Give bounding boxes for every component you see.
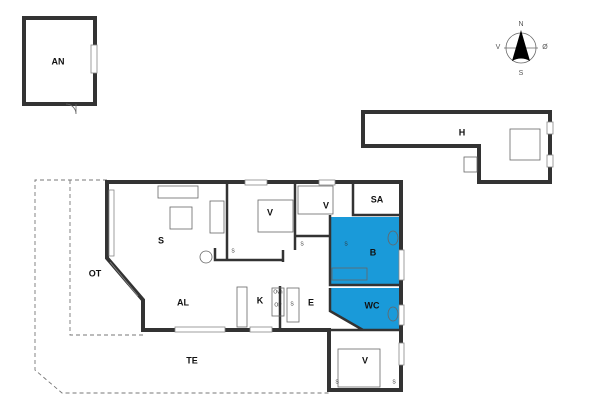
bed	[337, 348, 381, 388]
room-label-v: V	[323, 200, 329, 210]
appliances	[271, 287, 285, 317]
kitchen-counter	[236, 286, 248, 328]
compass-west: V	[496, 44, 501, 51]
window	[398, 304, 405, 326]
sink	[331, 267, 368, 281]
window	[398, 342, 405, 366]
room-label-s: S	[158, 235, 164, 245]
oven-label: Ovn	[273, 289, 282, 295]
closet-label: S	[335, 379, 339, 385]
room-label-al: AL	[177, 297, 189, 307]
window	[90, 44, 98, 74]
door-swing	[65, 103, 77, 115]
room-label-e: E	[308, 297, 314, 307]
sofa	[157, 185, 199, 199]
toilet-icon	[387, 230, 399, 246]
compass-north: N	[518, 21, 523, 28]
compass-east: Ø	[542, 44, 548, 51]
room-label-an: AN	[52, 56, 65, 66]
terrace-outline-inner	[69, 180, 143, 336]
closet-label: S	[344, 241, 348, 247]
interior-walls	[213, 182, 401, 332]
window	[398, 249, 405, 281]
window	[244, 179, 268, 186]
stove	[199, 250, 213, 264]
room-label-ot: OT	[89, 268, 102, 278]
closet-label: S	[231, 248, 235, 254]
sofa	[209, 200, 225, 234]
closet-label: S	[392, 379, 396, 385]
bathroom-floor	[331, 217, 400, 285]
stairs	[463, 156, 478, 173]
room-label-te: TE	[186, 355, 198, 365]
bed	[509, 128, 541, 161]
toilet-icon	[387, 306, 399, 322]
room-label-v: V	[267, 207, 273, 217]
window	[249, 326, 273, 333]
room-label-k: K	[257, 295, 264, 305]
compass-icon	[504, 30, 538, 64]
loft-walls	[361, 110, 552, 184]
room-label-wc: WC	[365, 300, 380, 310]
bed	[257, 199, 294, 233]
closet	[286, 287, 300, 323]
table	[169, 206, 193, 230]
window	[108, 189, 115, 257]
window	[546, 154, 554, 168]
room-label-b: B	[370, 247, 377, 257]
bed	[297, 185, 334, 215]
terrace-outline	[34, 179, 329, 394]
closet-label: S	[290, 301, 294, 307]
compass-south: S	[519, 70, 524, 77]
room-label-sa: SA	[371, 194, 384, 204]
window	[109, 261, 139, 297]
wc-floor	[330, 288, 400, 329]
window	[318, 179, 336, 186]
window	[174, 326, 226, 333]
room-label-v: V	[362, 355, 368, 365]
room-label-h: H	[459, 127, 466, 137]
closet-label: S	[300, 241, 304, 247]
window	[546, 121, 554, 135]
op-label: OP	[274, 302, 282, 308]
